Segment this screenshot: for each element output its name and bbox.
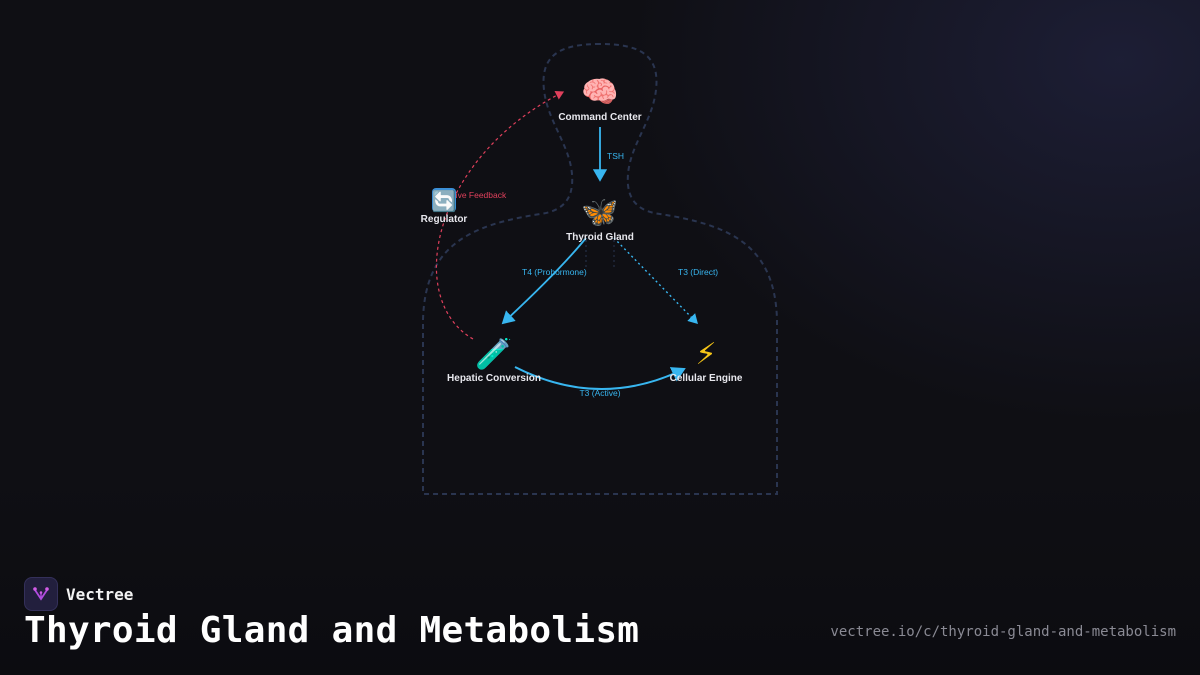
lightning-icon: ⚡: [695, 337, 716, 372]
cycle-arrows-icon: 🔄: [432, 189, 457, 213]
edge-t3-active: [514, 366, 686, 390]
brand-name: Vectree: [66, 584, 134, 604]
node-label-cellular-engine: Cellular Engine: [670, 373, 743, 384]
edge-label-negative-feedback: Negative Feedback: [433, 190, 507, 200]
body-silhouette: [422, 42, 778, 495]
node-command-center: 🧠 Command Center: [558, 75, 641, 123]
test-tube-icon: 🧪: [475, 337, 512, 372]
vectree-logo-icon: [24, 577, 58, 611]
edge-t3-direct: [613, 237, 698, 325]
brand: Vectree: [24, 577, 133, 611]
edge-label-tsh: TSH: [607, 151, 624, 161]
node-regulator: 🔄 Regulator: [421, 188, 468, 225]
brain-icon: 🧠: [581, 75, 618, 110]
node-label-command-center: Command Center: [558, 112, 641, 123]
node-thyroid-gland: 🦋 Thyroid Gland: [566, 195, 634, 243]
node-label-regulator: Regulator: [421, 214, 468, 225]
cycle-arrows-icon-bg: [432, 188, 456, 212]
node-label-thyroid-gland: Thyroid Gland: [566, 232, 634, 243]
node-hepatic-conversion: 🧪 Hepatic Conversion: [447, 337, 541, 384]
edge-label-t3-active: T3 (Active): [579, 388, 620, 398]
edge-negative-feedback: [435, 91, 565, 340]
course-url[interactable]: vectree.io/c/thyroid-gland-and-metabolis…: [830, 624, 1176, 640]
edge-label-t4: T4 (Prohormone): [522, 267, 587, 277]
page-title: Thyroid Gland and Metabolism: [24, 610, 640, 651]
node-label-hepatic-conversion: Hepatic Conversion: [447, 373, 541, 384]
butterfly-icon: 🦋: [581, 195, 618, 230]
edge-t4: [501, 237, 587, 325]
node-cellular-engine: ⚡ Cellular Engine: [670, 337, 743, 384]
edge-label-t3-direct: T3 (Direct): [678, 267, 718, 277]
